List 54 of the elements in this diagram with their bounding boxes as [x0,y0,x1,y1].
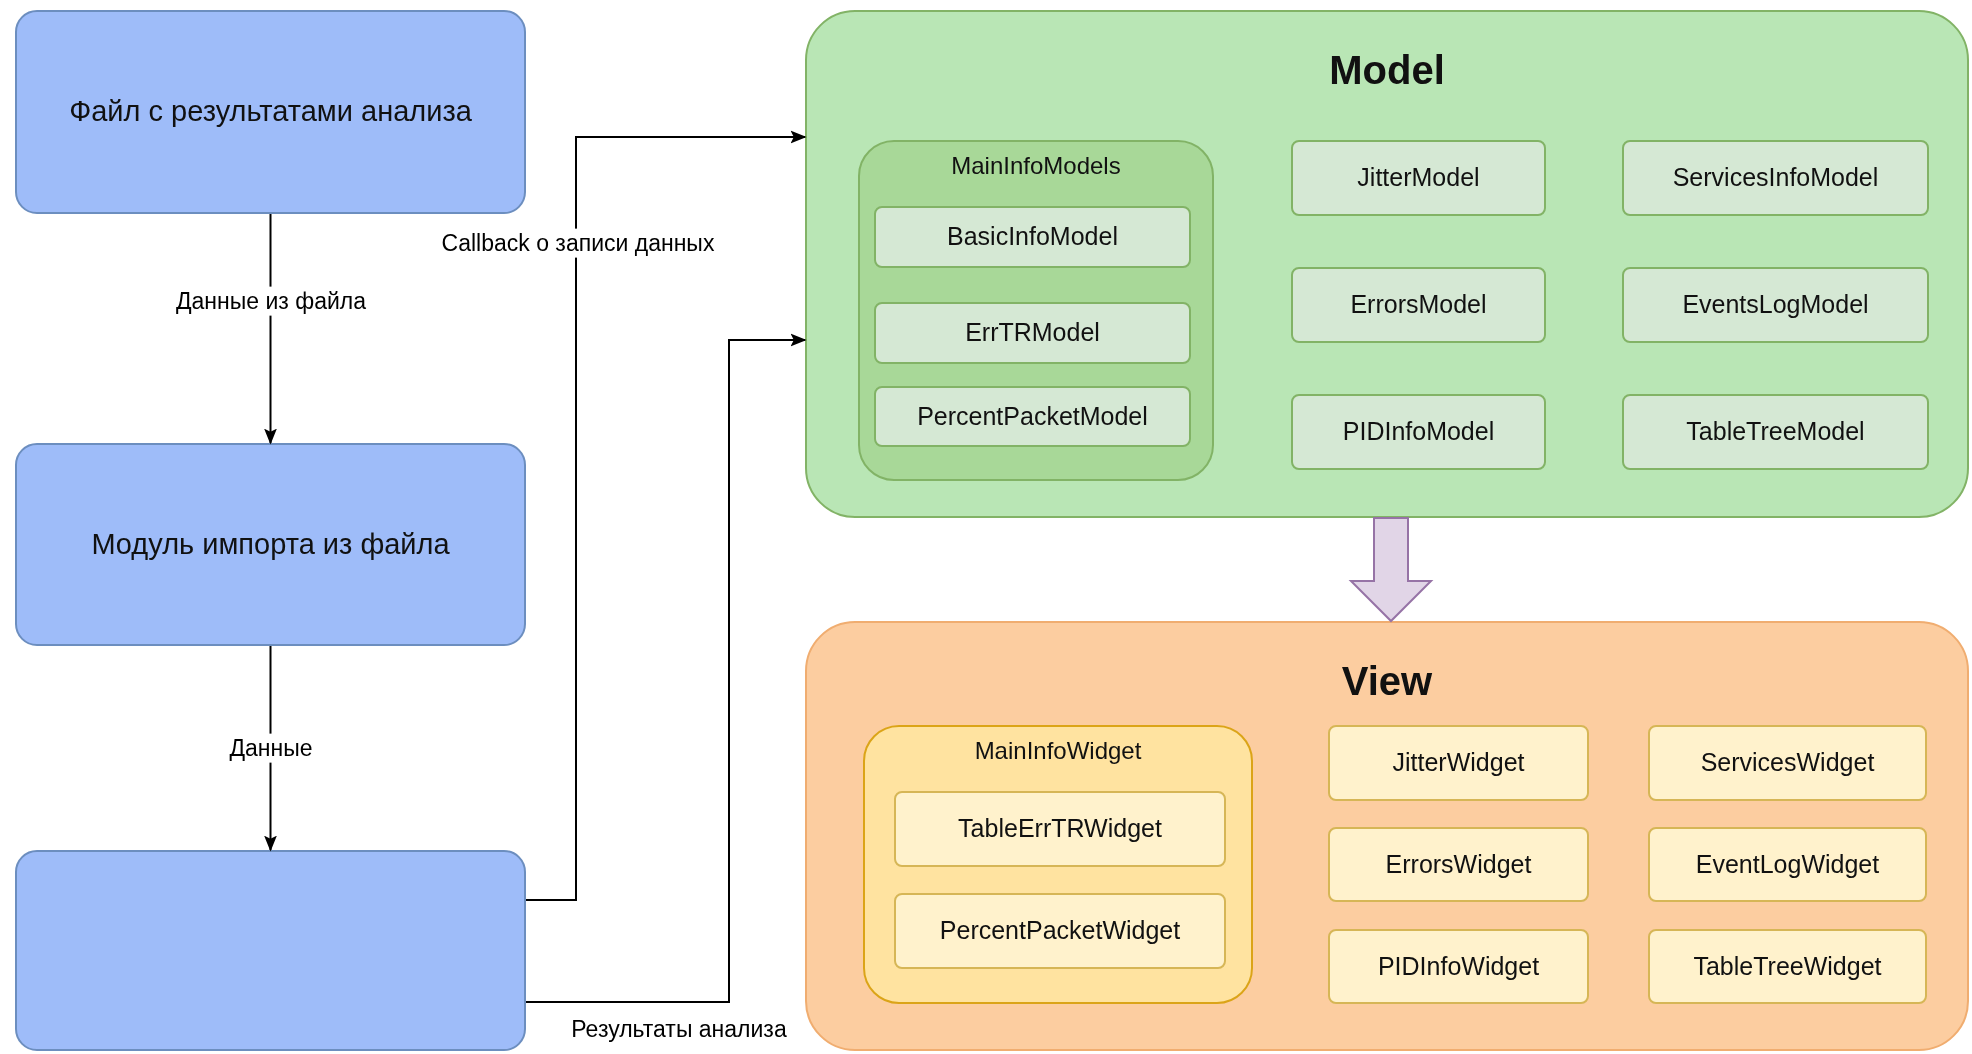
process-box [1622,394,1929,470]
process-box [1648,929,1927,1004]
box-label: TableTreeWidget [1693,950,1882,982]
box-label: JitterWidget [1392,747,1525,779]
box-label: EventsLogModel [1682,289,1869,321]
group-title: MainInfoModels [951,151,1121,181]
group-title: MainInfoWidget [974,736,1142,766]
box-label: PercentPacketWidget [939,915,1181,947]
arrow [525,333,807,1003]
arrow [264,213,277,445]
group-box [863,725,1253,1004]
process-box [15,10,526,214]
container-panel [805,10,1969,518]
group-box [858,140,1214,481]
block-arrow [1348,517,1434,623]
box-label: TableErrTRWidget [958,813,1162,845]
box-label: ErrorsModel [1350,289,1487,321]
box-label: Модуль импорта из файла [91,526,450,562]
process-box [874,206,1191,268]
process-box [1622,140,1929,216]
arrow [525,130,807,901]
box-label: JitterModel [1357,162,1480,194]
process-box [1291,394,1546,470]
process-box [1648,827,1927,902]
box-label: EventLogWidget [1695,848,1880,880]
box-label: PIDInfoWidget [1377,950,1540,982]
process-box [15,850,526,1051]
process-box [1622,267,1929,343]
process-box [874,302,1191,364]
panel-title: Model [1329,47,1445,94]
box-label: BasicInfoModel [947,221,1118,253]
process-box [874,386,1191,447]
box-label: ErrorsWidget [1385,848,1532,880]
process-box [1291,140,1546,216]
edge-label: Callback о записи данных [439,228,717,258]
box-label: ErrTRModel [965,317,1100,349]
box-label: TableTreeModel [1686,416,1865,448]
process-box [1328,827,1589,902]
panel-title: View [1341,658,1433,705]
box-label: PercentPacketModel [917,400,1148,432]
box-label: Файл с результатами анализа [69,94,472,130]
process-box [894,893,1226,969]
box-label: PIDInfoModel [1342,416,1495,448]
process-box [1291,267,1546,343]
container-panel [805,621,1969,1051]
box-label: ServicesWidget [1700,747,1875,779]
process-box [894,791,1226,867]
edge-label: Данные из файла [174,286,368,316]
process-box [1328,929,1589,1004]
box-label: ServicesInfoModel [1672,162,1879,194]
process-box [15,443,526,646]
process-box [1648,725,1927,801]
process-box [1328,725,1589,801]
edge-label: Данные [227,733,315,763]
